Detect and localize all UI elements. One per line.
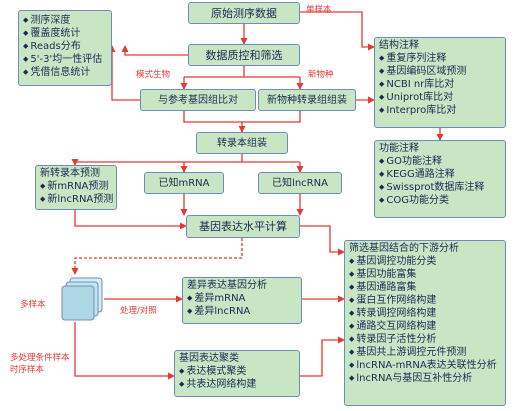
label-single-sample: 单样本 [306,5,332,15]
raw-data-node: 原始测序数据 [188,2,300,24]
diff-item: 差异mRNA [187,292,301,305]
known-mrna-node: 已知mRNA [144,172,224,194]
stats-list: 测序深度 覆盖度统计 Reads分布 5'-3'均一性评估 凭借信息统计 [19,14,111,79]
stats-item: 覆盖度统计 [23,27,111,40]
struct-item: Uniprot库比对 [379,91,505,104]
arrow-qc-stats [121,45,188,56]
downstream-item: 蛋白互作网络构建 [349,294,505,307]
transcript-assembly-node: 转录本组装 [196,132,288,154]
label-model-organism: 模式生物 [136,70,171,80]
cluster-item: 表达模式聚类 [179,365,299,378]
known-lncrna-node: 已知lncRNA [258,172,342,194]
expression-cluster-list: 表达模式聚类 共表达网络构建 [175,365,299,391]
downstream-analysis-list: 基因调控功能分类 基因功能富集 基因通路富集 蛋白互作网络构建 转录调控网络构建… [345,255,505,385]
struct-annotation-title: 结构注释 [379,40,419,51]
func-item: GO功能注释 [379,155,505,168]
struct-item: 重复序列注释 [379,52,505,65]
downstream-item: 基因功能富集 [349,268,505,281]
func-item: Swissprot数据库注释 [379,181,505,194]
downstream-item: 转录调控网络构建 [349,307,505,320]
expression-node: 基因表达水平计算 [186,215,300,238]
novel-transcript-box: 新转录本预测 新mRNA预测 新lncRNA预测 [35,165,117,210]
arrow-ref-down [183,111,301,123]
downstream-item: 基因通路富集 [349,281,505,294]
stats-item: 凭借信息统计 [23,66,111,79]
func-item: KEGG通路注释 [379,168,505,181]
expression-cluster-box: 基因表达聚类 表达模式聚类 共表达网络构建 [174,350,300,397]
novel-transcript-list: 新mRNA预测 新lncRNA预测 [36,180,116,206]
func-item: COG功能分类 [379,194,505,207]
downstream-item: 基因调控功能分类 [349,255,505,268]
arrow-expr-multi [71,238,243,275]
struct-item: NCBI nr库比对 [379,78,505,91]
label-new-species: 新物种 [308,70,334,80]
diff-expression-title: 差异表达基因分析 [187,280,267,291]
label-multi-condition: 多处理条件样本 [10,353,70,363]
diff-item: 差异lncRNA [187,305,301,318]
stats-box: 测序深度 覆盖度统计 Reads分布 5'-3'均一性评估 凭借信息统计 [18,10,112,86]
downstream-item: lncRNA-mRNA表达关联性分析 [349,359,505,372]
novel-transcript-title: 新转录本预测 [40,168,100,179]
documents-stack-icon [60,276,106,324]
label-time-series: 时序样本 [10,365,45,375]
downstream-item: lncRNA与基因互补性分析 [349,372,505,385]
stats-item: 测序深度 [23,14,111,27]
novel-item: 新mRNA预测 [40,180,116,193]
downstream-item: 转录因子活性分析 [349,333,505,346]
label-multi-sample: 多样本 [20,300,46,310]
arrow-cluster-downstream [300,336,345,377]
diff-expression-list: 差异mRNA 差异lncRNA [183,292,301,318]
func-annotation-title: 功能注释 [379,143,419,154]
arrow-ref-stats [108,45,140,101]
label-treatment-control: 处理/对照 [120,306,157,316]
stats-item: Reads分布 [23,40,111,53]
qc-node: 数据质控和筛选 [188,44,300,66]
func-annotation-list: GO功能注释 KEGG通路注释 Swissprot数据库注释 COG功能分类 [375,155,505,207]
downstream-item: 通路交互网络构建 [349,320,505,333]
struct-item: 基因编码区域预测 [379,65,505,78]
cluster-item: 共表达网络构建 [179,378,299,391]
diff-expression-box: 差异表达基因分析 差异mRNA 差异lncRNA [182,277,302,324]
expression-cluster-title: 基因表达聚类 [179,353,239,364]
denovo-assembly-node: 新物种转录组组装 [258,89,356,111]
arrow-raw-struct [300,11,375,51]
downstream-analysis-box: 筛选基因结合的下游分析 基因调控功能分类 基因功能富集 基因通路富集 蛋白互作网… [344,240,506,406]
arrow-expr-downstream [300,225,345,256]
struct-annotation-box: 结构注释 重复序列注释 基因编码区域预测 NCBI nr库比对 Uniprot库… [374,37,506,128]
struct-item: Interpro库比对 [379,104,505,117]
downstream-item: 基因共上游调控元件预测 [349,346,505,359]
ref-align-node: 与参考基因组比对 [140,89,256,111]
arrow-novel-expr [74,210,187,230]
stats-item: 5'-3'均一性评估 [23,53,111,66]
novel-item: 新lncRNA预测 [40,193,116,206]
func-annotation-box: 功能注释 GO功能注释 KEGG通路注释 Swissprot数据库注释 COG功… [374,140,506,218]
downstream-analysis-title: 筛选基因结合的下游分析 [349,243,459,254]
struct-annotation-list: 重复序列注释 基因编码区域预测 NCBI nr库比对 Uniprot库比对 In… [375,52,505,117]
arrow-multi-cluster [74,322,175,380]
